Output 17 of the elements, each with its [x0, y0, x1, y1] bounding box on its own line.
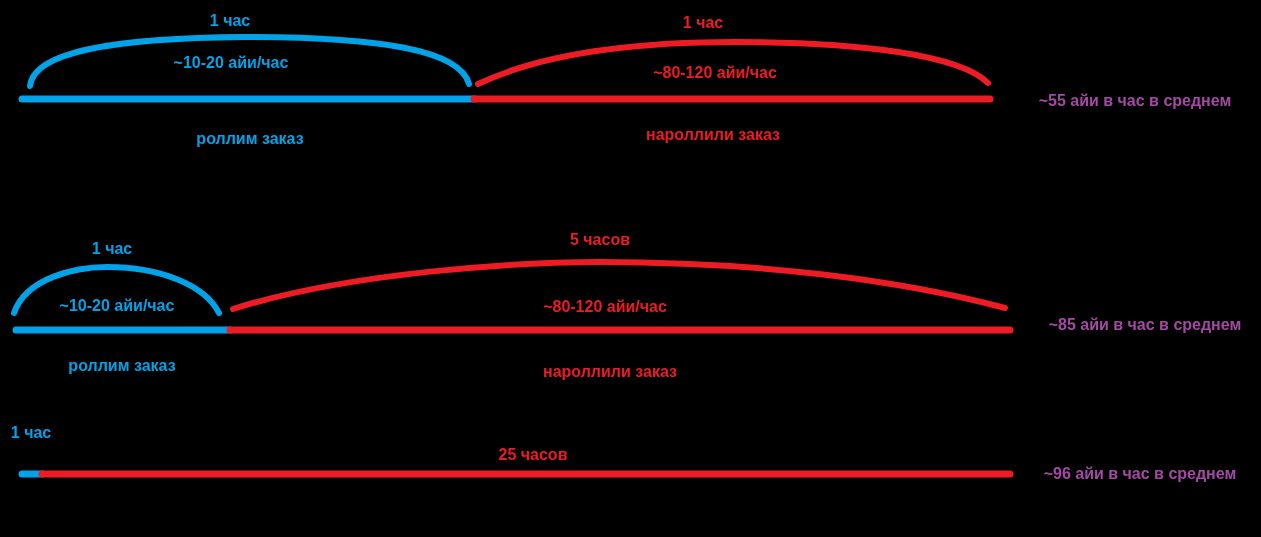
duration-label: 1 час	[209, 11, 251, 31]
phase-label: нароллили заказ	[543, 362, 677, 382]
duration-label: 5 часов	[570, 230, 630, 250]
phase-label: роллим заказ	[68, 356, 176, 376]
duration-label: 1 час	[682, 13, 724, 33]
duration-label: 1 час	[10, 423, 52, 443]
rate-label: ~80-120 айи/час	[543, 297, 667, 317]
rate-label: ~80-120 айи/час	[653, 63, 777, 83]
average-rate-label: ~55 айи в час в среднем	[1038, 91, 1232, 111]
phase-label: нароллили заказ	[646, 125, 780, 145]
average-rate-label: ~96 айи в час в среднем	[1043, 464, 1237, 484]
phase-label: роллим заказ	[196, 129, 304, 149]
duration-label: 25 часов	[498, 445, 568, 465]
rate-label: ~10-20 айи/час	[59, 296, 175, 316]
duration-label: 1 час	[91, 239, 133, 259]
rate-label: ~10-20 айи/час	[173, 53, 289, 73]
average-rate-label: ~85 айи в час в среднем	[1048, 315, 1242, 335]
